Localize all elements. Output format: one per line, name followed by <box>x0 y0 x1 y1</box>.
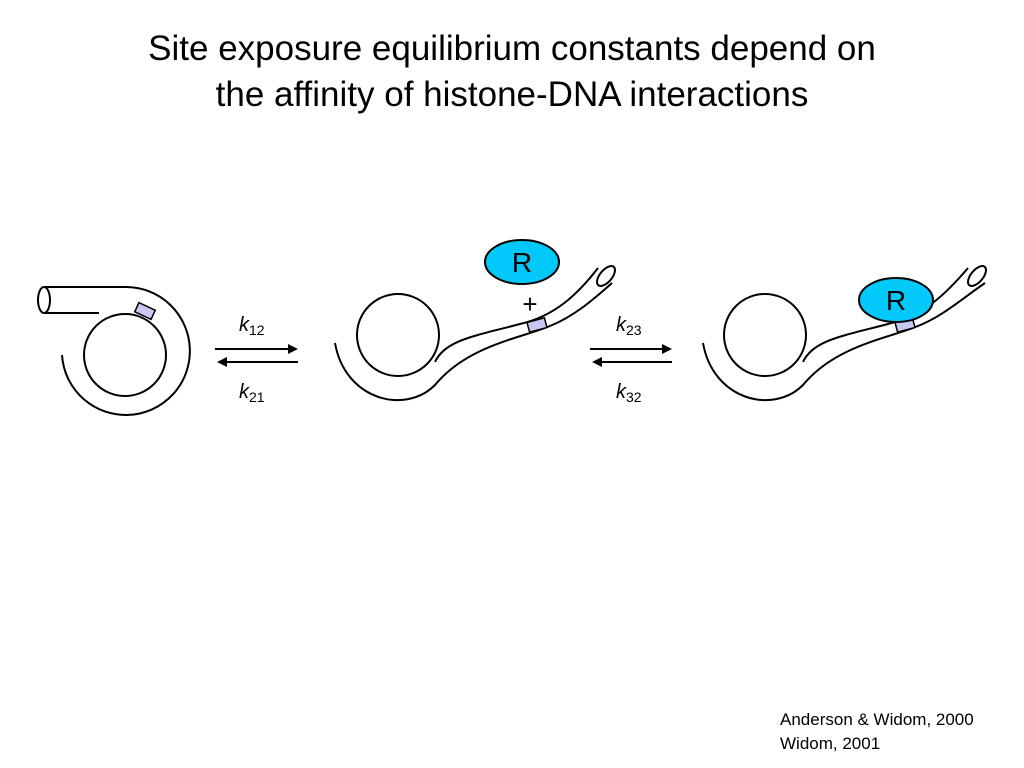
repressor-label-free: R <box>512 247 532 278</box>
state-2-tube-inner <box>434 267 599 363</box>
rate-constant-k23: k23 <box>616 314 642 338</box>
state-3-repressor-bound: R <box>702 265 987 401</box>
repressor-ellipse-free <box>484 239 560 285</box>
free-repressor: R <box>484 239 560 285</box>
state-3-histone-core <box>723 293 807 377</box>
state-1-tube-end <box>37 286 51 314</box>
state-2-target-site <box>526 316 548 334</box>
state-2-tube-outer <box>334 282 613 401</box>
reference-2: Widom, 2001 <box>780 734 881 753</box>
repressor-label-bound: R <box>886 285 906 316</box>
title-line-2: the affinity of histone-DNA interactions <box>215 75 809 114</box>
state-2-histone-core <box>356 293 440 377</box>
reference-1: Anderson & Widom, 2000 <box>780 710 974 729</box>
state-1-tube-outer <box>44 285 191 416</box>
title-line-1: Site exposure equilibrium constants depe… <box>148 29 876 68</box>
rate-constant-k32: k32 <box>616 381 642 405</box>
state-2-tube-end <box>596 265 616 287</box>
state-1-target-site <box>133 301 157 321</box>
rate-constant-k21: k21 <box>239 381 265 405</box>
equilibrium-arrows-2-3 <box>590 344 672 367</box>
equilibrium-arrows-1-2 <box>215 344 298 367</box>
slide-title: Site exposure equilibrium constants depe… <box>0 26 1024 118</box>
state-3-tube-end <box>967 265 987 287</box>
state-1-histone-core <box>83 313 167 397</box>
plus-sign: + <box>522 289 537 319</box>
state-3-tube-inner <box>802 267 969 363</box>
references: Anderson & Widom, 2000 Widom, 2001 <box>780 708 974 756</box>
state-2-partially-unwrapped <box>334 265 616 401</box>
rate-constant-k12: k12 <box>239 314 265 338</box>
repressor-ellipse-bound <box>858 277 934 323</box>
state-1-wrapped-nucleosome <box>37 285 191 416</box>
state-3-tube-outer <box>702 282 986 401</box>
